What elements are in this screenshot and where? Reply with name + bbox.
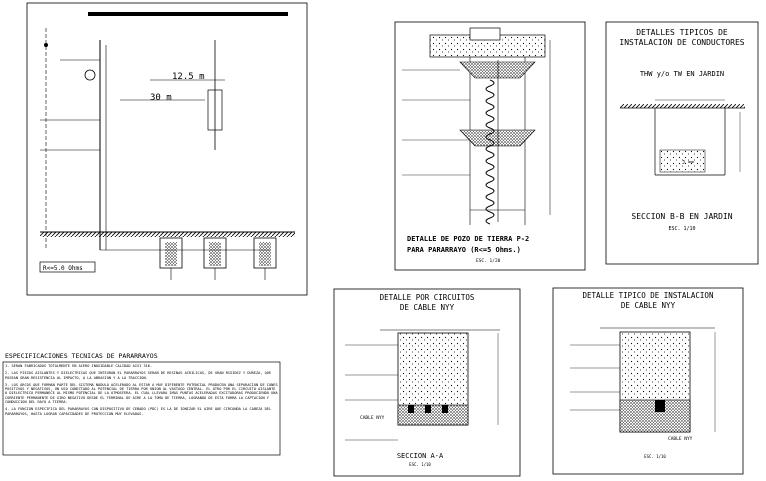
panel-conductor-installation: DETALLES TIPICOS DE INSTALACION DE CONDU… bbox=[605, 21, 759, 265]
conductor-mark: J == bbox=[682, 160, 694, 166]
resistance-label: R<=5.0 Ohms bbox=[43, 265, 83, 272]
coil-electrode bbox=[485, 60, 499, 225]
specs-heading: ESPECIFICACIONES TECNICAS DE PARARRAYOS bbox=[5, 352, 158, 360]
spec-item-4: 4. LA FUNCION ESPECIFICA DEL PARARRAYOS … bbox=[5, 407, 272, 416]
panel-d-frame bbox=[333, 288, 521, 477]
panel-c-frame bbox=[605, 21, 759, 265]
d-cables bbox=[408, 405, 448, 413]
measure-12-5: 12.5 m bbox=[172, 72, 205, 82]
panel-b-title-1: DETALLE DE POZO DE TIERRA P-2 bbox=[407, 235, 529, 243]
spec-item-3: 3. LOS ARCOS QUE FORMAN PARTE DEL SISTEM… bbox=[5, 382, 278, 405]
panel-lightning-rod-elevation: 12.5 m 30 m R<=5.0 Ohms bbox=[26, 2, 308, 296]
panel-d-section: SECCION A-A bbox=[397, 452, 444, 460]
panel-c-section: SECCION B-B EN JARDIN bbox=[631, 212, 732, 221]
mast-top-node bbox=[44, 43, 48, 47]
panel-e-frame bbox=[552, 287, 744, 475]
spec-item-2: 2. LAS PIEZAS AISLANTES Y DIELECTRICAS Q… bbox=[5, 371, 272, 380]
panel-e-scale: ESC. 1/10 bbox=[644, 454, 666, 459]
ground-hatch bbox=[40, 232, 295, 237]
garden-hatch bbox=[620, 104, 745, 108]
rod-head bbox=[84, 69, 96, 81]
trench-fill bbox=[659, 149, 706, 173]
e-label-cable: CABLE NYY bbox=[668, 436, 693, 442]
panel-e-title-1: DETALLE TIPICO DE INSTALACION bbox=[583, 291, 714, 300]
d-sand-bed bbox=[397, 404, 469, 426]
grounding-pits bbox=[100, 237, 277, 280]
panel-c-title-2: INSTALACION DE CONDUCTORES bbox=[619, 38, 744, 47]
panel-d-title-1: DETALLE POR CIRCUITOS bbox=[380, 293, 475, 302]
salt-layer-1 bbox=[459, 61, 536, 79]
specifications-block: ESPECIFICACIONES TECNICAS DE PARARRAYOS … bbox=[2, 352, 281, 456]
panel-ground-well: DETALLE DE POZO DE TIERRA P-2 PARA PARAR… bbox=[394, 21, 586, 271]
salt-layer-2 bbox=[459, 129, 536, 147]
panel-d-scale: ESC. 1/10 bbox=[409, 462, 431, 467]
panel-nyy-typical: DETALLE TIPICO DE INSTALACION DE CABLE N… bbox=[552, 287, 744, 475]
panel-a-frame bbox=[26, 2, 308, 296]
panel-a-title-bar bbox=[88, 12, 288, 16]
d-label-cable: CABLE NYY bbox=[360, 415, 385, 421]
panel-b-scale: ESC. 1/20 bbox=[476, 258, 501, 264]
panel-b-title-2: PARA PARARRAYO (R<=5 Ohms.) bbox=[407, 246, 521, 254]
panel-b-frame bbox=[394, 21, 586, 271]
specs-list-holder: 1. SERAN FABRICADOS TOTALMENTE EN ACERO … bbox=[5, 364, 278, 416]
panel-e-title-2: DE CABLE NYY bbox=[621, 301, 676, 310]
panel-c-subtitle: THW y/o TW EN JARDIN bbox=[640, 70, 724, 78]
measure-30: 30 m bbox=[150, 93, 172, 103]
e-cable bbox=[655, 400, 665, 412]
panel-c-scale: ESC. 1/10 bbox=[668, 226, 695, 232]
rod-right-box bbox=[207, 89, 223, 131]
panel-nyy-circuits: DETALLE POR CIRCUITOS DE CABLE NYY CABLE… bbox=[333, 288, 521, 477]
resistance-box bbox=[39, 261, 96, 273]
specs-frame bbox=[2, 361, 281, 456]
panel-d-title-2: DE CABLE NYY bbox=[400, 303, 455, 312]
panel-c-title-1: DETALLES TIPICOS DE bbox=[636, 28, 728, 37]
well-cover bbox=[469, 27, 501, 41]
spec-item-1: 1. SERAN FABRICADOS TOTALMENTE EN ACERO … bbox=[5, 364, 153, 368]
